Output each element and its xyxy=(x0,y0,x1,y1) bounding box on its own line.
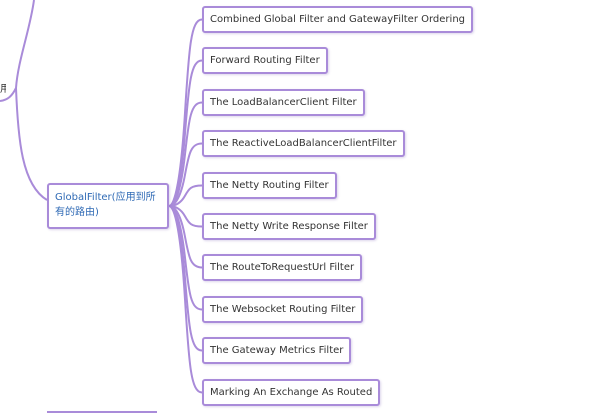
branch-connector xyxy=(168,184,203,207)
filter-label: The ReactiveLoadBalancerClientFilter xyxy=(210,138,397,149)
filter-label: The Gateway Metrics Filter xyxy=(210,345,344,356)
filter-node-gateway-metrics[interactable]: The Gateway Metrics Filter xyxy=(202,337,352,364)
filter-node-websocket-routing[interactable]: The Websocket Routing Filter xyxy=(202,296,364,323)
filter-node-forward-routing[interactable]: Forward Routing Filter xyxy=(202,47,328,74)
filter-node-combined-ordering[interactable]: Combined Global Filter and GatewayFilter… xyxy=(202,6,473,33)
filter-node-netty-write-response[interactable]: The Netty Write Response Filter xyxy=(202,213,376,240)
filter-label: The Netty Routing Filter xyxy=(210,180,329,191)
branch-connector xyxy=(168,205,203,394)
filter-label: Combined Global Filter and GatewayFilter… xyxy=(210,14,465,25)
globalfilter-label: GlobalFilter(应用到所有的路由) xyxy=(55,192,156,218)
root-connector xyxy=(15,87,48,201)
filter-label: The Websocket Routing Filter xyxy=(210,304,356,315)
filter-node-netty-routing[interactable]: The Netty Routing Filter xyxy=(202,172,337,199)
branch-connector xyxy=(168,205,203,352)
root-connector xyxy=(15,0,35,89)
branch-connector xyxy=(168,59,203,207)
branch-connector xyxy=(168,101,203,207)
root-node-label: 用 xyxy=(0,84,6,95)
filter-label: The Netty Write Response Filter xyxy=(210,221,368,232)
root-connector xyxy=(0,87,17,102)
branch-connector xyxy=(168,142,203,207)
next-node-edge xyxy=(47,411,157,413)
filter-node-route-to-request-url[interactable]: The RouteToRequestUrl Filter xyxy=(202,254,363,281)
filter-label: Marking An Exchange As Routed xyxy=(210,387,373,398)
branch-connector xyxy=(168,205,203,228)
filter-node-loadbalancer-client[interactable]: The LoadBalancerClient Filter xyxy=(202,89,365,116)
filter-label: The LoadBalancerClient Filter xyxy=(210,97,357,108)
filter-label: Forward Routing Filter xyxy=(210,55,320,66)
filter-node-reactive-loadbalancer[interactable]: The ReactiveLoadBalancerClientFilter xyxy=(202,130,405,157)
filter-node-marking-exchange-routed[interactable]: Marking An Exchange As Routed xyxy=(202,379,381,406)
branch-connector xyxy=(168,18,203,207)
filter-label: The RouteToRequestUrl Filter xyxy=(210,262,355,273)
globalfilter-node[interactable]: GlobalFilter(应用到所有的路由) xyxy=(47,183,169,229)
